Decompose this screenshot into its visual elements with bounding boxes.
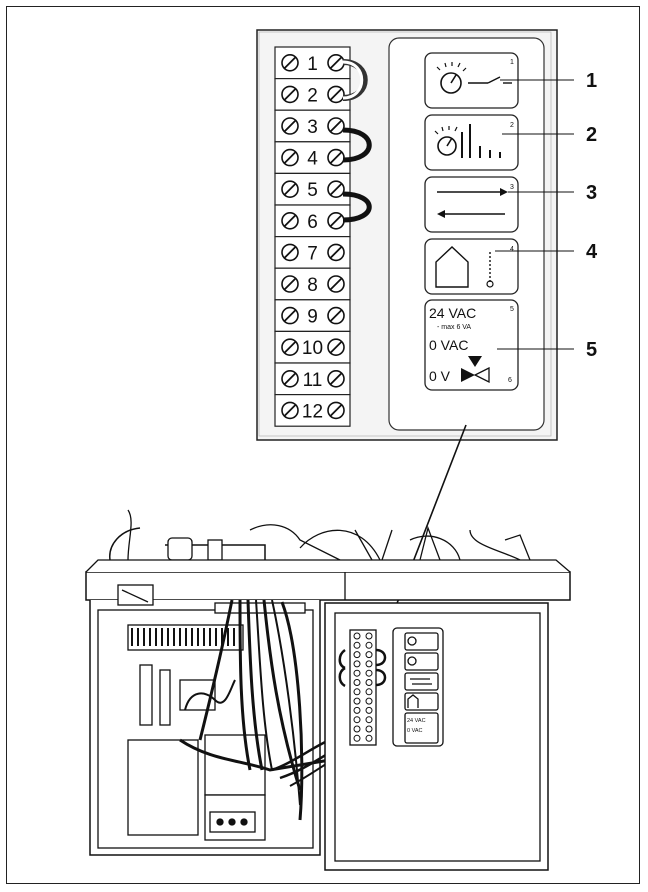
terminal-5: 5 [274,172,351,206]
terminal-4: 4 [274,141,351,175]
terminal-1: 1 [274,46,351,80]
terminal-label: 1 [307,54,318,75]
terminal-10: 10 [274,330,351,364]
vac24-label: 24 VAC [429,305,476,321]
max-va-label: - max 6 VA [437,324,471,331]
terminal-label: 11 [303,370,323,391]
svg-text:3: 3 [510,184,514,191]
callout-3: 3 [586,182,597,204]
terminal-3: 3 [274,109,351,143]
terminal-label: 9 [307,307,318,328]
callout-5: 5 [586,339,597,361]
dial-icon [440,72,462,94]
terminal-label: 2 [307,85,318,106]
mini-vac0-label: 0 VAC [407,728,423,734]
terminal-label: 6 [307,212,318,233]
terminal-7: 7 [274,236,351,269]
symbol-box-1: 1 [424,52,519,109]
svg-text:2: 2 [510,122,514,129]
callout-1: 1 [586,70,597,92]
terminal-label: 5 [307,180,318,201]
mini-vac24-label: 24 VAC [407,718,426,724]
svg-text:6: 6 [508,377,512,384]
house-icon [435,246,469,288]
terminal-label: 3 [307,117,318,138]
callout-4: 4 [586,241,598,263]
v0-label: 0 V [429,368,451,384]
symbol-box-5: 24 VAC - max 6 VA 0 VAC 0 V 5 6 [424,299,519,391]
terminal-11: 11 [274,362,351,396]
jumper-5-6-wire [342,191,372,223]
terminal-label: 10 [302,338,323,359]
terminal-label: 12 [302,401,323,422]
terminal-8: 8 [274,267,351,301]
callout-2: 2 [586,124,597,146]
svg-text:1: 1 [510,59,514,66]
symbol-box-2: 2 [424,114,519,171]
terminal-6: 6 [274,204,351,238]
diagram-frame [6,6,640,884]
terminal-9: 9 [274,299,351,332]
svg-text:4: 4 [510,246,514,253]
terminal-label: 8 [307,275,318,296]
terminal-12: 12 [274,394,351,427]
dial-icon [437,136,457,156]
symbol-box-3: 3 [424,176,519,233]
valve-icon [461,368,475,382]
terminal-label: 4 [307,149,318,170]
symbol-box-4: 4 [424,238,519,295]
mini-panel-texts: 24 VAC 0 VAC [407,718,426,734]
svg-text:5: 5 [510,306,514,313]
jumper-3-4-wire [342,127,372,163]
vac0-label: 0 VAC [429,337,468,353]
terminal-2: 2 [274,77,351,111]
terminal-label: 7 [307,243,318,264]
unit-illustration [85,509,571,871]
